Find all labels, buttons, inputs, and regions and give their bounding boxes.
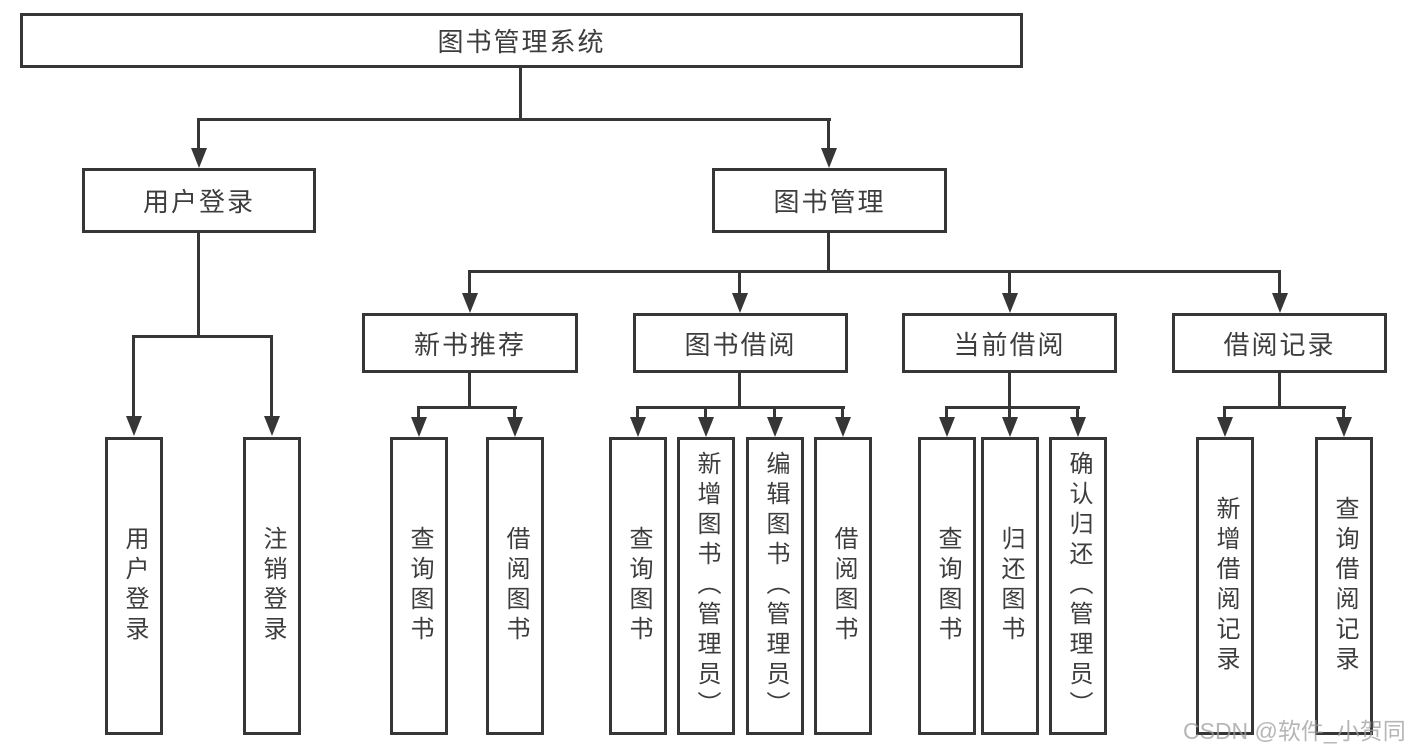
connector-vline: [1223, 406, 1226, 419]
node-book-borrow: 图书借阅: [633, 313, 848, 373]
leaf-return-books: 归还图书: [981, 437, 1039, 735]
leaf-confirm-return-admin-label: 确认归还（管理员）: [1065, 451, 1092, 721]
arrowhead-down-icon: [1336, 417, 1352, 437]
leaf-user-login: 用户登录: [105, 437, 163, 735]
leaf-add-books-admin-label: 新增图书（管理员）: [693, 451, 720, 721]
connector-vline: [132, 335, 135, 417]
connector-hline: [1223, 406, 1346, 409]
arrowhead-down-icon: [767, 417, 783, 437]
arrowhead-down-icon: [1002, 293, 1018, 313]
node-new-book-recommend: 新书推荐: [362, 313, 578, 373]
leaf-user-login-label: 用户登录: [121, 526, 148, 646]
node-borrow-records-label: 借阅记录: [1223, 329, 1336, 360]
arrowhead-down-icon: [191, 148, 207, 168]
leaf-recommend-query-books-label: 查询图书: [406, 526, 433, 646]
leaf-current-query-books-label: 查询图书: [934, 526, 961, 646]
node-book-management: 图书管理: [712, 168, 947, 233]
node-current-borrow-label: 当前借阅: [953, 329, 1066, 360]
arrowhead-down-icon: [411, 417, 427, 437]
connector-vline: [513, 406, 516, 419]
connector-vline: [827, 118, 830, 150]
connector-vline: [945, 406, 948, 419]
leaf-current-query-books: 查询图书: [918, 437, 976, 735]
connector-vline: [738, 270, 741, 294]
arrowhead-down-icon: [507, 417, 523, 437]
arrowhead-down-icon: [1217, 417, 1233, 437]
connector-vline: [1278, 270, 1281, 294]
connector-hline: [636, 406, 845, 409]
connector-vline: [1008, 406, 1011, 419]
connector-hline: [945, 406, 1080, 409]
node-new-book-recommend-label: 新书推荐: [413, 329, 526, 360]
leaf-borrow-books-label: 借阅图书: [830, 526, 857, 646]
node-book-borrow-label: 图书借阅: [684, 329, 797, 360]
leaf-edit-books-admin-label: 编辑图书（管理员）: [762, 451, 789, 721]
connector-vline: [468, 270, 471, 294]
connector-vline: [519, 67, 522, 118]
leaf-add-books-admin: 新增图书（管理员）: [677, 437, 735, 735]
leaf-add-borrow-record-label: 新增借阅记录: [1212, 496, 1239, 676]
node-current-borrow: 当前借阅: [902, 313, 1117, 373]
connector-hline: [132, 335, 273, 338]
connector-vline: [197, 233, 200, 337]
connector-vline: [1342, 406, 1345, 419]
leaf-recommend-borrow-books-label: 借阅图书: [502, 526, 529, 646]
arrowhead-down-icon: [126, 416, 142, 436]
leaf-query-borrow-record-label: 查询借阅记录: [1331, 496, 1358, 676]
arrowhead-down-icon: [698, 417, 714, 437]
connector-vline: [1278, 373, 1281, 408]
leaf-borrow-query-books-label: 查询图书: [625, 526, 652, 646]
node-library-system-label: 图书管理系统: [437, 27, 606, 57]
node-book-management-label: 图书管理: [773, 187, 886, 217]
leaf-add-borrow-record: 新增借阅记录: [1196, 437, 1254, 735]
arrowhead-down-icon: [821, 148, 837, 168]
node-user-login-label: 用户登录: [142, 187, 255, 217]
connector-vline: [1008, 270, 1011, 294]
leaf-borrow-query-books: 查询图书: [609, 437, 667, 735]
node-library-system: 图书管理系统: [20, 13, 1023, 68]
csdn-watermark: CSDN @软件_小贺同学: [1183, 718, 1405, 744]
arrowhead-down-icon: [630, 417, 646, 437]
connector-vline: [197, 118, 200, 150]
arrowhead-down-icon: [462, 293, 478, 313]
arrowhead-down-icon: [1070, 417, 1086, 437]
connector-hline: [197, 118, 831, 121]
arrowhead-down-icon: [1272, 293, 1288, 313]
connector-vline: [1008, 373, 1011, 408]
connector-hline: [468, 270, 1281, 273]
node-borrow-records: 借阅记录: [1172, 313, 1387, 373]
connector-vline: [1076, 406, 1079, 419]
leaf-logout-label: 注销登录: [259, 526, 286, 646]
connector-vline: [841, 406, 844, 419]
connector-vline: [270, 335, 273, 417]
connector-vline: [704, 406, 707, 419]
connector-vline: [417, 406, 420, 419]
connector-vline: [468, 373, 471, 408]
arrowhead-down-icon: [835, 417, 851, 437]
node-user-login: 用户登录: [82, 168, 316, 233]
arrowhead-down-icon: [732, 293, 748, 313]
connector-hline: [417, 406, 517, 409]
leaf-borrow-books: 借阅图书: [814, 437, 872, 735]
connector-vline: [827, 233, 830, 272]
arrowhead-down-icon: [1002, 417, 1018, 437]
leaf-edit-books-admin: 编辑图书（管理员）: [746, 437, 804, 735]
leaf-logout: 注销登录: [243, 437, 301, 735]
leaf-return-books-label: 归还图书: [997, 526, 1024, 646]
arrowhead-down-icon: [939, 417, 955, 437]
leaf-recommend-borrow-books: 借阅图书: [486, 437, 544, 735]
connector-vline: [773, 406, 776, 419]
connector-vline: [636, 406, 639, 419]
connector-vline: [738, 373, 741, 408]
leaf-query-borrow-record: 查询借阅记录: [1315, 437, 1373, 735]
leaf-recommend-query-books: 查询图书: [390, 437, 448, 735]
leaf-confirm-return-admin: 确认归还（管理员）: [1049, 437, 1107, 735]
arrowhead-down-icon: [264, 416, 280, 436]
